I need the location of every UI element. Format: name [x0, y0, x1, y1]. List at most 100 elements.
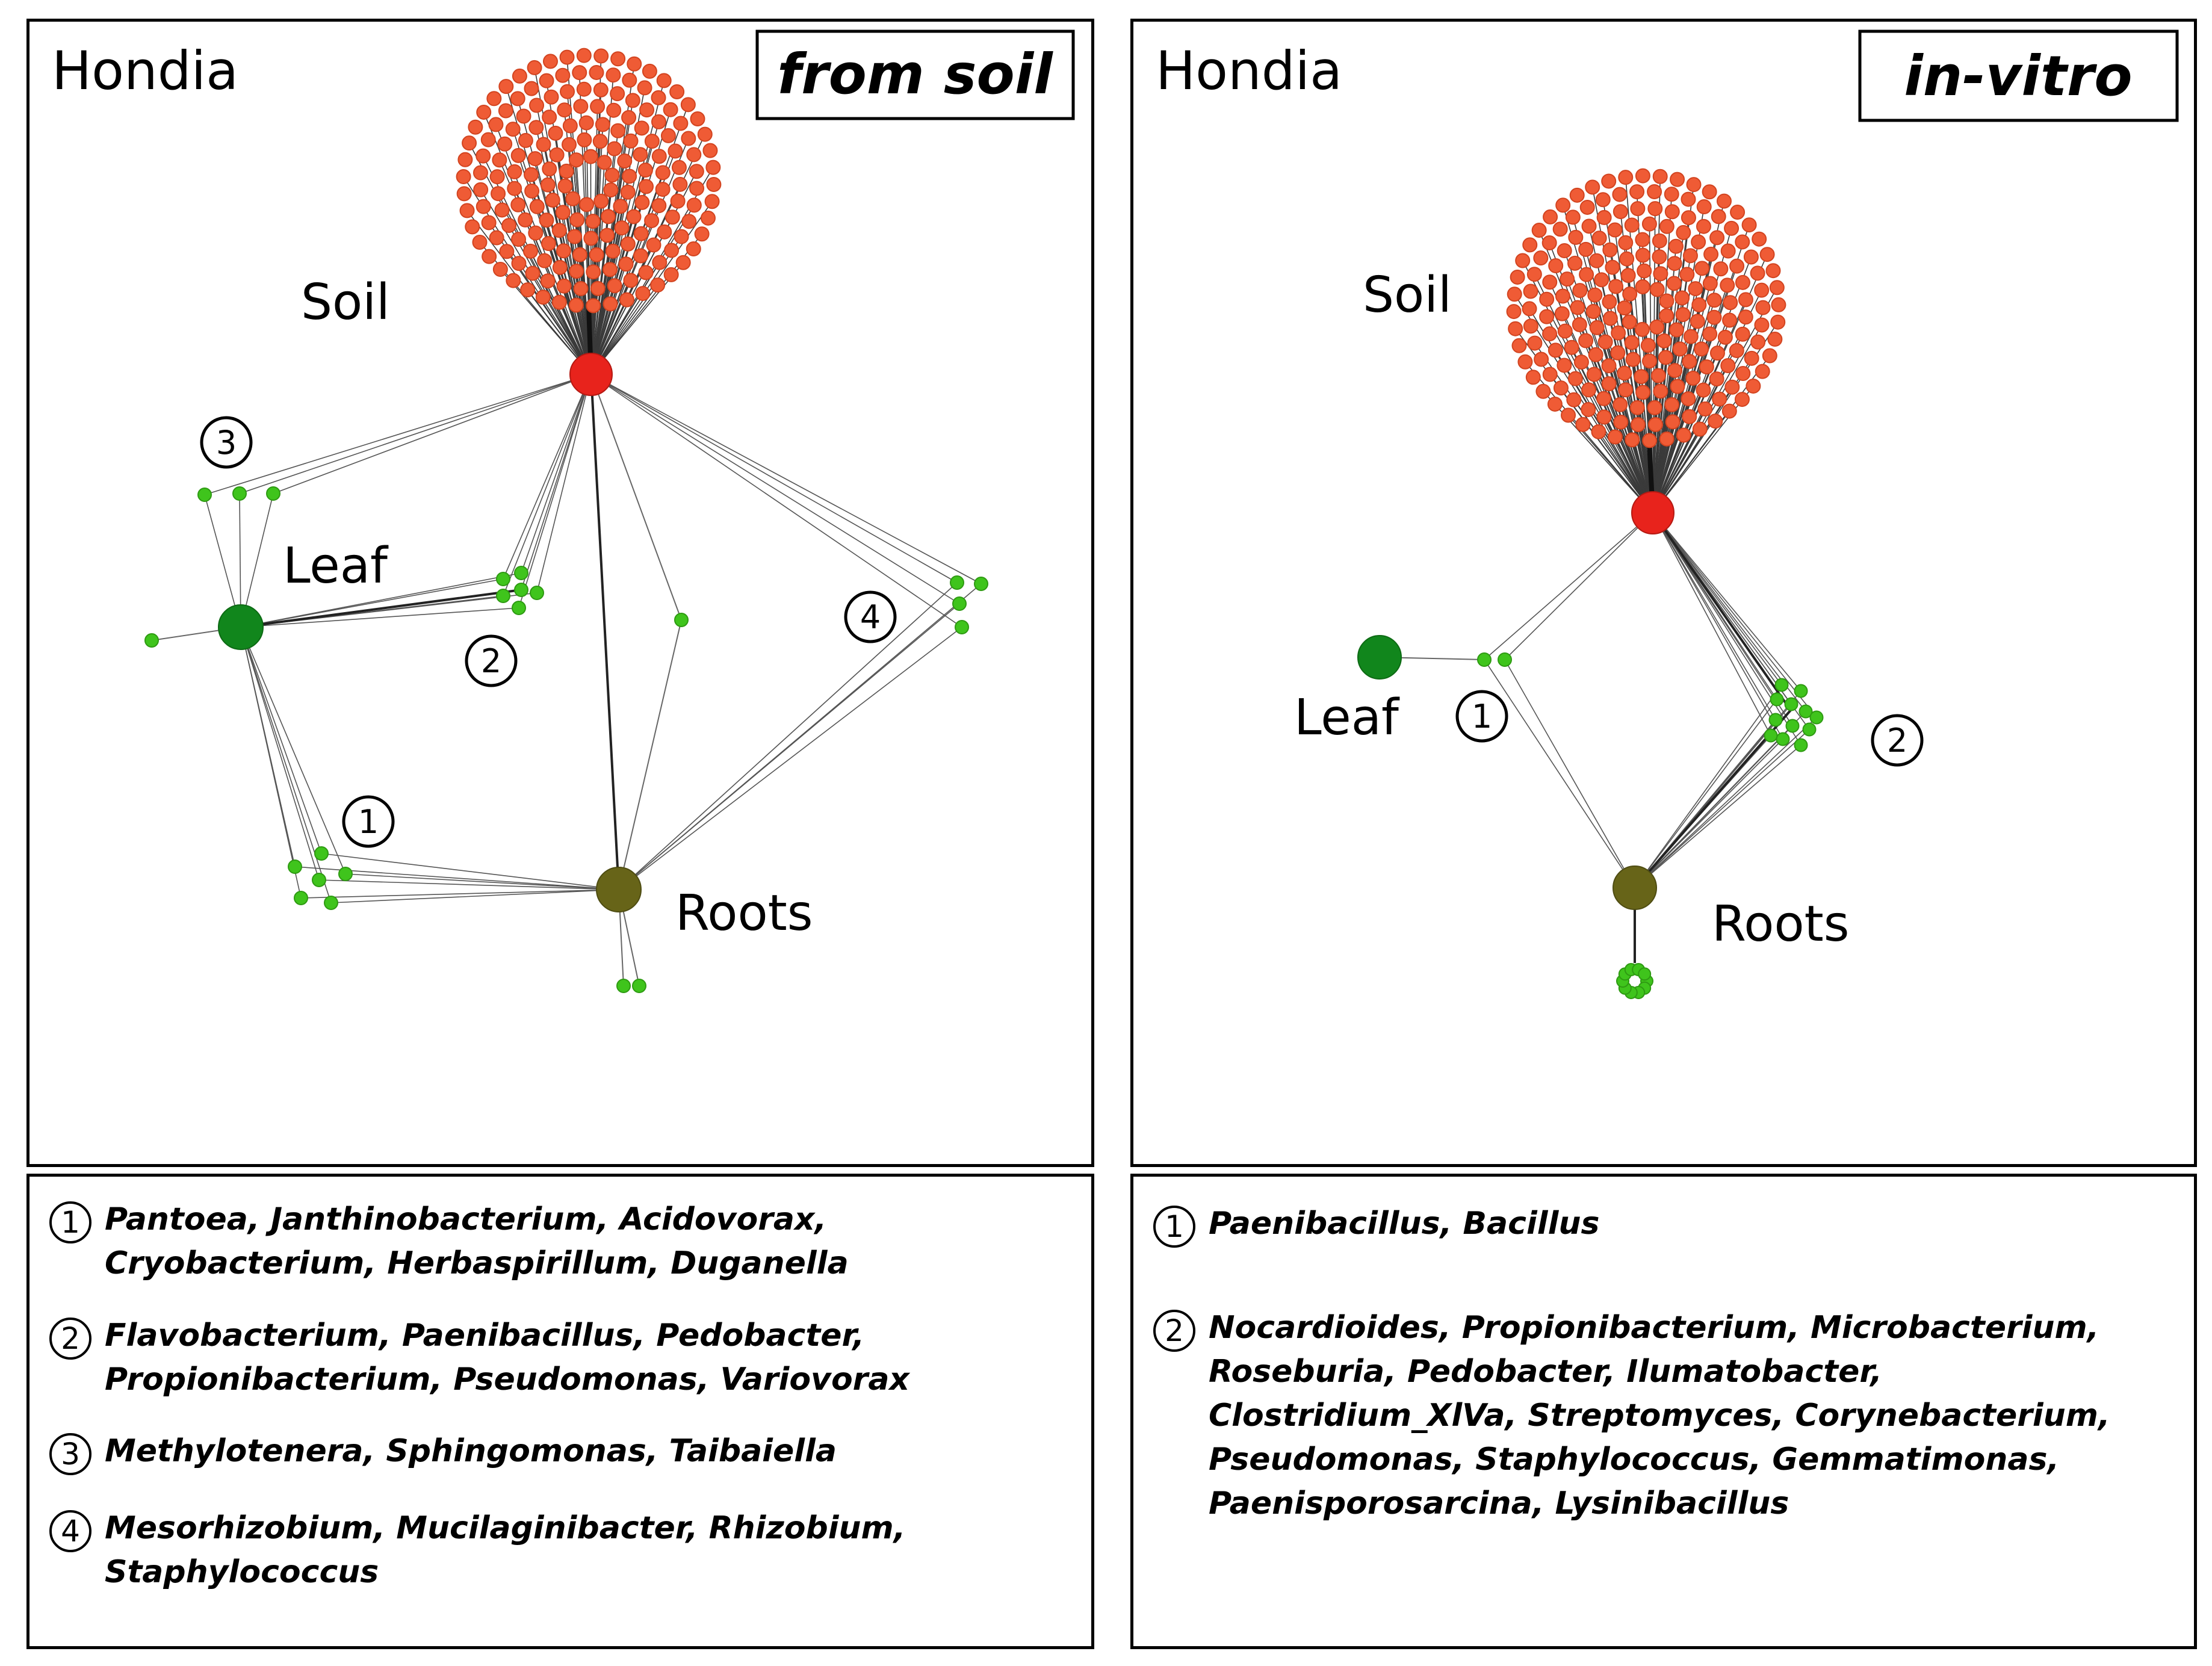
left-soil-otu-node: [525, 265, 541, 281]
right-soil-otu-node: [1575, 416, 1591, 432]
right-soil-otu-node: [1697, 401, 1713, 417]
right-soil-otu-node: [1675, 307, 1691, 323]
right-soil-otu-node: [1702, 184, 1717, 200]
left-soil-otu-node: [607, 278, 622, 294]
legend-line: Pseudomonas, Staphylococcus, Gemmatimona…: [1209, 1441, 2060, 1478]
right-soil-label: Soil: [1363, 267, 1452, 324]
left-soil-otu-node: [552, 259, 568, 275]
left-soil-otu-node: [633, 226, 649, 241]
left-soil-otu-node: [472, 165, 488, 181]
left-cluster-1-otu-node: [294, 891, 308, 905]
right-soil-otu-node: [1586, 367, 1602, 382]
left-soil-otu-node: [606, 67, 621, 83]
right-soil-otu-node: [1630, 201, 1646, 217]
right-soil-otu-node: [1625, 351, 1641, 367]
left-soil-otu-node: [573, 281, 589, 297]
left-soil-otu-node: [599, 228, 615, 243]
right-soil-otu-node: [1769, 280, 1785, 296]
right-cluster-2-otu-node: [1764, 728, 1778, 743]
right-soil-otu-node: [1696, 382, 1711, 398]
left-cluster-1-edge: [300, 889, 619, 899]
right-soil-otu-node: [1601, 376, 1617, 392]
left-soil-otu-node: [663, 102, 678, 117]
left-condition-label: from soil: [777, 42, 1053, 107]
left-soil-otu-node: [456, 186, 472, 202]
right-soil-otu-node: [1676, 427, 1691, 443]
right-soil-otu-node: [1511, 338, 1527, 353]
right-soil-otu-node: [1625, 432, 1640, 448]
left-soil-otu-node: [529, 98, 545, 113]
right-soil-otu-node: [1694, 341, 1709, 357]
left-soil-otu-node: [697, 126, 713, 142]
left-soil-otu-node: [488, 117, 504, 132]
right-soil-otu-node: [1578, 333, 1594, 348]
right-soil-otu-node: [1596, 409, 1612, 425]
left-cluster-2-edge: [536, 374, 592, 593]
left-soil-otu-node: [507, 181, 522, 196]
right-soil-otu-node: [1658, 350, 1673, 365]
left-soil-otu-node: [549, 147, 565, 163]
right-soil-otu-node: [1709, 345, 1725, 361]
right-soil-otu-node: [1618, 382, 1634, 398]
right-soil-otu-node: [1759, 247, 1775, 262]
right-soil-otu-node: [1685, 370, 1701, 386]
right-soil-otu-node: [1587, 287, 1603, 303]
right-soil-otu-node: [1750, 265, 1765, 281]
left-single-otu-node: [144, 633, 159, 648]
right-cluster-2-edge: [1634, 699, 1777, 888]
left-soil-otu-node: [545, 192, 560, 208]
left-soil-otu-node: [569, 264, 584, 279]
right-soil-otu-node: [1602, 311, 1618, 326]
left-soil-otu-node: [689, 181, 705, 196]
left-soil-otu-node: [481, 215, 497, 231]
left-soil-otu-node: [620, 236, 636, 252]
left-soil-otu-node: [568, 297, 584, 313]
right-soil-otu-node: [1564, 339, 1579, 355]
left-cluster-2-otu-node: [496, 589, 510, 603]
left-soil-otu-node: [457, 152, 473, 167]
left-soil-otu-node: [572, 65, 587, 81]
left-soil-otu-node: [573, 99, 589, 114]
right-roots-hub-node: [1613, 866, 1657, 910]
right-soil-otu-node: [1522, 237, 1538, 253]
left-cluster-1-edge: [240, 627, 332, 903]
left-cluster-1-otu-node: [324, 896, 338, 910]
left-soil-otu-node: [555, 205, 571, 220]
right-soil-otu-node: [1560, 271, 1575, 287]
right-soil-otu-node: [1723, 295, 1738, 311]
left-soil-otu-node: [617, 153, 633, 169]
right-condition-label: in-vitro: [1904, 44, 2132, 108]
left-cluster-1-edge: [240, 627, 322, 854]
left-soil-otu-node: [511, 232, 527, 247]
right-soil-otu-node: [1548, 258, 1564, 274]
right-cluster-2-otu-node: [1809, 710, 1824, 725]
right-soil-otu-node: [1613, 204, 1628, 220]
left-soil-otu-node: [486, 91, 502, 107]
left-soil-otu-node: [465, 219, 480, 235]
right-soil-otu-node: [1641, 216, 1657, 232]
left-soil-otu-node: [579, 197, 595, 212]
right-soil-otu-node: [1605, 259, 1620, 275]
left-soil-otu-node: [589, 64, 604, 80]
left-soil-otu-node: [535, 290, 551, 305]
right-soil-otu-node: [1681, 191, 1696, 207]
left-soil-otu-node: [644, 213, 660, 229]
right-roots-label: Roots: [1712, 896, 1850, 953]
left-cluster-1-edge: [345, 873, 619, 890]
right-soil-otu-node: [1613, 414, 1629, 430]
right-soil-otu-node: [1664, 187, 1679, 202]
right-soil-otu-node: [1597, 334, 1613, 350]
right-soil-otu-node: [1702, 326, 1718, 342]
left-soil-otu-node: [498, 103, 513, 119]
legend-line: Nocardioides, Propionibacterium, Microba…: [1209, 1310, 2099, 1346]
left-soil-otu-node: [619, 292, 635, 308]
right-cluster-1-edge: [1504, 659, 1635, 888]
left-soil-otu-node: [518, 212, 533, 228]
legend-line: Methylotenera, Sphingomonas, Taibaiella: [105, 1433, 837, 1469]
left-soil-otu-node: [522, 243, 538, 259]
left-cluster-2-otu-node: [514, 566, 528, 580]
left-soil-otu-node: [555, 67, 571, 83]
left-cluster-3-otu-node: [197, 488, 212, 502]
left-soil-otu-node: [497, 136, 513, 152]
right-soil-cluster2-edge: [1652, 512, 1792, 711]
